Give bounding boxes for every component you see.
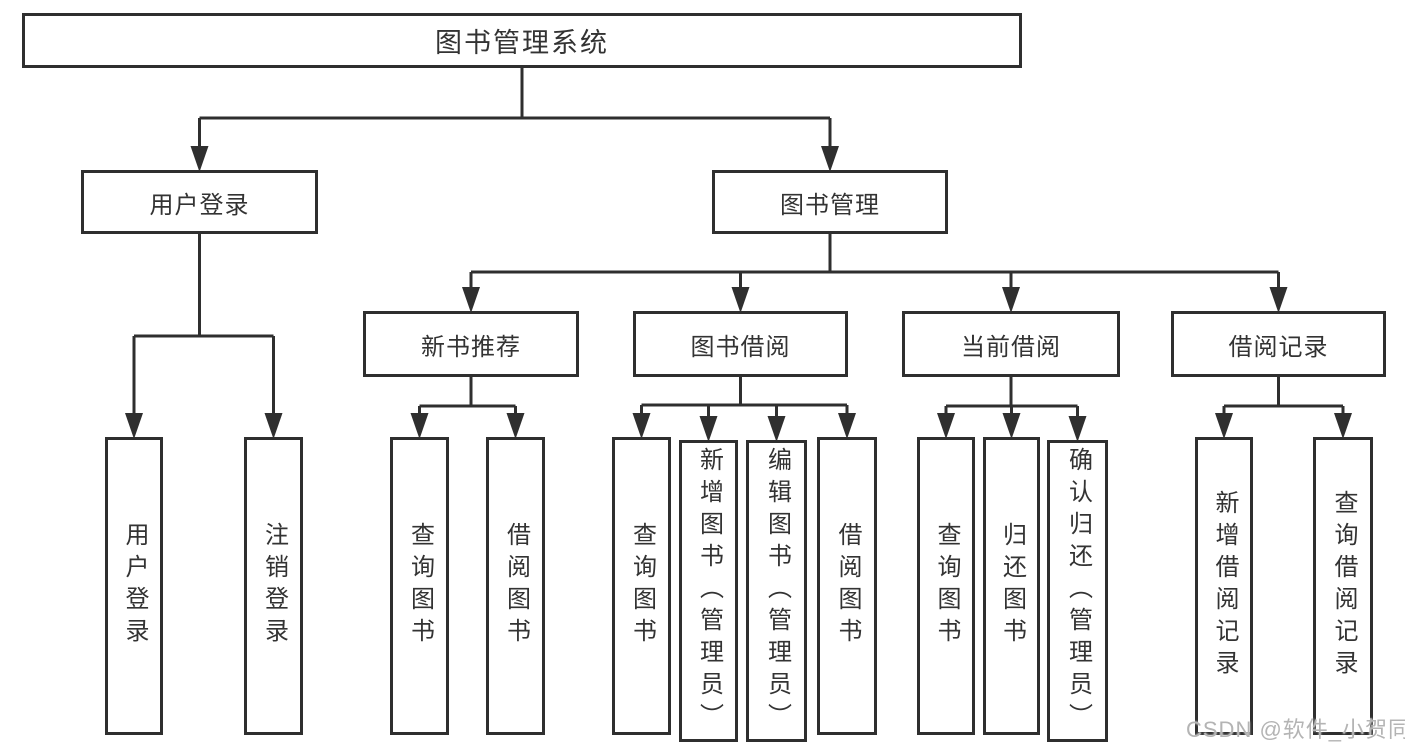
node-leaf-query-book-2: 查询图书	[612, 437, 671, 735]
node-leaf-confirm-return: 确认归还（管理员）	[1047, 440, 1108, 742]
arrowhead-icon	[767, 416, 786, 442]
node-current-borrow: 当前借阅	[902, 311, 1120, 377]
arrowhead-icon	[838, 413, 856, 439]
arrowhead-icon	[937, 413, 955, 439]
connector-book-mgmt	[469, 234, 1280, 297]
node-leaf-user-login: 用户登录	[105, 437, 163, 735]
node-leaf-borrow-book-2: 借阅图书	[817, 437, 877, 735]
node-leaf-edit-book: 编辑图书（管理员）	[746, 440, 807, 742]
node-leaf-borrow-book-1: 借阅图书	[486, 437, 545, 735]
arrowhead-icon	[632, 413, 651, 439]
node-leaf-return-book: 归还图书	[983, 437, 1040, 735]
arrowhead-icon	[1269, 287, 1288, 313]
node-book-borrow: 图书借阅	[633, 311, 848, 377]
node-leaf-query-record: 查询借阅记录	[1313, 437, 1373, 735]
connector-book-borrow	[640, 377, 849, 426]
node-borrow-record: 借阅记录	[1171, 311, 1386, 377]
arrowhead-icon	[190, 146, 209, 172]
connector-new-book-rec	[418, 377, 517, 423]
node-leaf-add-book: 新增图书（管理员）	[679, 440, 738, 742]
arrowhead-icon	[1068, 416, 1087, 442]
node-leaf-add-record: 新增借阅记录	[1195, 437, 1253, 735]
node-book-mgmt: 图书管理	[712, 170, 948, 234]
arrowhead-icon	[1002, 287, 1020, 313]
node-leaf-query-book-1: 查询图书	[390, 437, 449, 735]
node-user-login: 用户登录	[81, 170, 318, 234]
arrowhead-icon	[699, 416, 718, 442]
arrowhead-icon	[462, 287, 480, 313]
arrowhead-icon	[821, 146, 839, 172]
arrowhead-icon	[264, 413, 283, 439]
watermark: CSDN @软件_小贺同学	[1186, 717, 1405, 742]
node-leaf-logout: 注销登录	[244, 437, 303, 735]
node-root: 图书管理系统	[22, 13, 1022, 68]
connector-user-login	[132, 234, 275, 423]
arrowhead-icon	[125, 413, 143, 439]
arrowhead-icon	[506, 413, 525, 439]
arrowhead-icon	[1002, 413, 1021, 439]
arrowhead-icon	[410, 413, 429, 439]
node-new-book-rec: 新书推荐	[363, 311, 579, 377]
arrowhead-icon	[1334, 413, 1352, 439]
connector-borrow-record	[1222, 377, 1345, 423]
arrowhead-icon	[1215, 413, 1233, 439]
node-leaf-query-book-3: 查询图书	[917, 437, 975, 735]
connector-root	[198, 68, 832, 156]
arrowhead-icon	[731, 287, 750, 313]
